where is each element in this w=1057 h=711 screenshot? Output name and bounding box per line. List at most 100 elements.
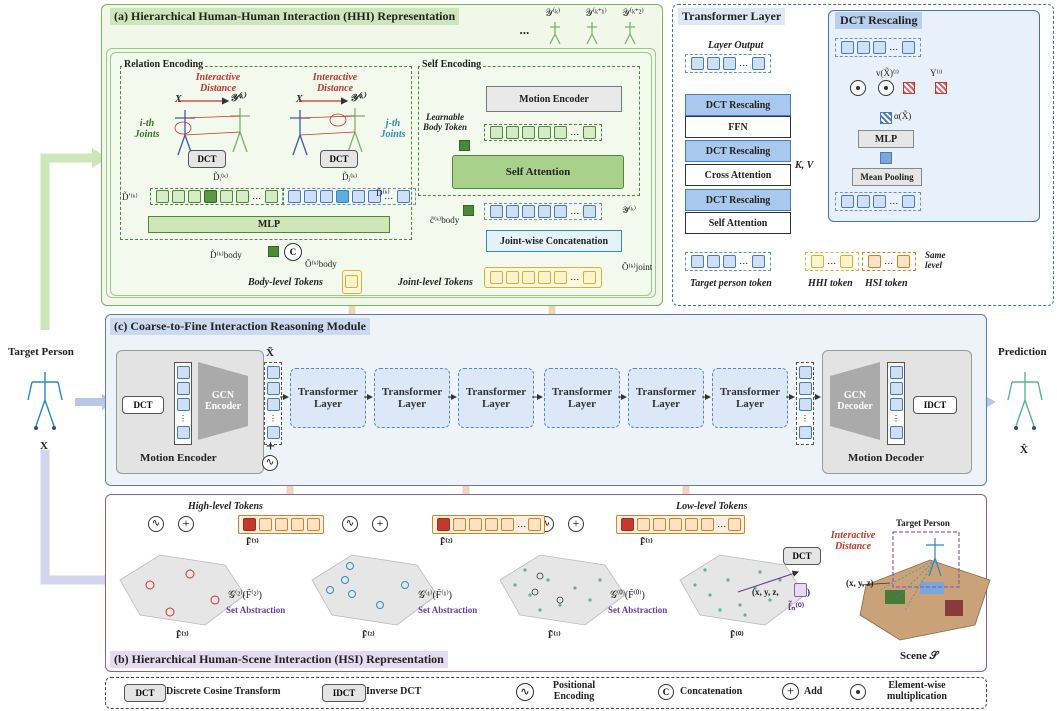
high-level-tokens-label: High-level Tokens xyxy=(188,501,263,512)
module-dct-box: DCT xyxy=(122,396,164,414)
x-right: X xyxy=(296,94,303,105)
mult-circle-2 xyxy=(878,80,894,96)
f1-cloud-label: F̃⁽¹⁾ xyxy=(548,630,561,640)
target-token-row: … xyxy=(685,252,771,272)
d-body-label: D̃⁽ᵏ⁾body xyxy=(210,250,242,260)
interactive-distance-right: Interactive Distance xyxy=(312,72,358,94)
x-left: X xyxy=(175,94,182,105)
mid-level-token-row: … xyxy=(432,515,546,535)
f3-cloud-label: F̃⁽³⁾ xyxy=(176,630,189,640)
body-token-box xyxy=(342,270,362,294)
pooled-token xyxy=(880,152,892,164)
joint-token-row: … xyxy=(484,267,602,289)
g0-label: 𝒢⁽⁰⁾(F̃⁽⁰⁾) xyxy=(610,590,645,601)
transformer-layer-3: Transformer Layer xyxy=(458,368,534,428)
fn0-label: f̃ₙ⁽⁰⁾ xyxy=(788,602,805,613)
target-person-label: Target Person xyxy=(8,346,74,358)
dct-rescaling-3: DCT Rescaling xyxy=(685,189,791,211)
transformer-layer-5-label: Transformer Layer xyxy=(635,386,697,410)
hhi-motion-encoder-box: Motion Encoder xyxy=(486,86,622,112)
cross-attention-box: Cross Attention xyxy=(685,164,791,186)
legend-concat-icon: C xyxy=(658,684,674,700)
hsi-token-label: HSI token xyxy=(865,278,908,289)
legend-idct-text: Inverse DCT xyxy=(366,686,422,697)
transformer-title: Transformer Layer xyxy=(678,8,786,25)
set-abstraction-3: Set Abstraction xyxy=(608,605,668,615)
self-encoding-box xyxy=(418,66,640,196)
motion-decoder-label: Motion Decoder xyxy=(848,452,925,464)
learnable-token-label: Learnable Body Token xyxy=(423,112,467,132)
o-body-label: Ō⁽ᵏ⁾body xyxy=(305,259,337,269)
hhi-ellipsis: ... xyxy=(520,22,530,37)
transformer-layer-1: Transformer Layer xyxy=(290,368,366,428)
xyz-label: (x, y, z, xyxy=(752,587,779,597)
hhi-mlp-box: MLP xyxy=(148,216,390,233)
high-level-token-row xyxy=(238,515,324,535)
transformer-layer-6: Transformer Layer xyxy=(712,368,788,428)
prediction-x-hat: X̂ xyxy=(1020,444,1028,456)
legend-dct-key: DCT xyxy=(124,684,166,702)
add-icon-1: + xyxy=(178,516,194,532)
legend-mult-text: Element-wise multiplication xyxy=(886,680,947,702)
transformer-layer-2: Transformer Layer xyxy=(374,368,450,428)
mean-pooling-box: Mean Pooling xyxy=(852,168,922,186)
hsi-interactive-distance: Interactive Distance xyxy=(830,530,876,552)
d-body-token xyxy=(268,246,279,257)
y-tilde-token-row: … xyxy=(484,203,602,221)
target-x-label: X xyxy=(40,440,48,452)
encoder-token-column: ⋮ xyxy=(174,362,192,445)
alpha-label: α(X̃) xyxy=(894,111,912,121)
low-level-token-row: … xyxy=(616,515,746,535)
concat-symbol: C xyxy=(289,247,297,257)
layer-output-label: Layer Output xyxy=(708,40,764,51)
hhi-token-label: HHI token xyxy=(808,278,853,289)
legend-dct-text: Discrete Cosine Transform xyxy=(166,686,281,697)
decoder-input-token-column: ⋮ xyxy=(796,362,814,445)
y-l-token xyxy=(935,82,947,94)
module-title: (c) Coarse-to-Fine Interaction Reasoning… xyxy=(110,318,370,335)
hhi-y-k-top: 𝒴⁽ᵏ⁾ xyxy=(545,8,561,19)
d-i-label: D̃ᵢ⁽ᵏ⁾ xyxy=(213,172,229,182)
dct-rescaling-title: DCT Rescaling xyxy=(835,12,923,29)
legend-concat-text: Concatenation xyxy=(680,686,743,697)
c-body-token xyxy=(463,205,474,216)
hhi-self-attention-box: Self Attention xyxy=(452,155,624,189)
y-left: 𝒴⁽ᵏ⁾ xyxy=(230,93,245,104)
gcn-encoder: GCN Encoder xyxy=(198,362,248,440)
hsi-target-person-label: Target Person xyxy=(896,518,950,528)
hhi-y-k2-top: 𝒴⁽ᵏ⁺²⁾ xyxy=(622,8,644,19)
d-prime-label: D̃′⁽ᵏ⁾ xyxy=(122,192,138,202)
transformer-layer-4-label: Transformer Layer xyxy=(551,386,613,410)
g1-label: 𝒢⁽¹⁾(F̃⁽¹⁾) xyxy=(418,590,452,601)
v-label: v(X̃)⁽ˡ⁾ xyxy=(876,68,899,78)
mult-circle-1 xyxy=(850,80,866,96)
fn0-token xyxy=(794,583,807,597)
relation-encoding-box xyxy=(120,66,412,240)
decoder-token-column: ⋮ xyxy=(887,362,905,445)
hhi-y-k1-top: 𝒴⁽ᵏ⁺¹⁾ xyxy=(585,8,607,19)
legend-mult-icon xyxy=(850,684,866,700)
self-token-row: … xyxy=(484,124,602,142)
alpha-token xyxy=(880,112,892,124)
d-k-token-row: … xyxy=(282,188,416,206)
hhi-token-row: … xyxy=(805,252,859,272)
v-token xyxy=(903,82,915,94)
joint-level-tokens-label: Joint-level Tokens xyxy=(398,277,473,288)
transformer-layer-1-label: Transformer Layer xyxy=(297,386,359,410)
add-icon-2: + xyxy=(372,516,388,532)
dct-box-right: DCT xyxy=(320,150,358,168)
hsi-dct-box: DCT xyxy=(783,547,821,565)
transformer-layer-6-label: Transformer Layer xyxy=(719,386,781,410)
transformer-layer-5: Transformer Layer xyxy=(628,368,704,428)
add-icon-3: + xyxy=(568,516,584,532)
hhi-panel-shadow-2 xyxy=(106,48,656,298)
d-k-label: D̃⁽ᵏ⁾ xyxy=(376,188,390,198)
layer-output-tokens: … xyxy=(685,54,771,74)
transformer-layer-3-label: Transformer Layer xyxy=(465,386,527,410)
self-encoding-title: Self Encoding xyxy=(420,59,484,70)
kv-label: K, V xyxy=(795,160,814,171)
rescaling-mlp-box: MLP xyxy=(858,130,914,148)
positional-encoding-icon: ∿ xyxy=(262,455,278,471)
y-tilde-label: 𝒴̃⁽ᵏ⁾ xyxy=(622,205,636,215)
x-tilde-token-column: ⋮ xyxy=(264,362,282,445)
